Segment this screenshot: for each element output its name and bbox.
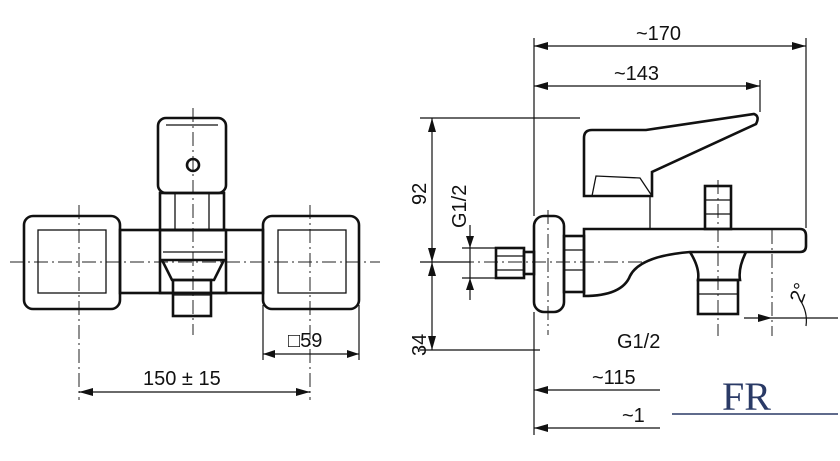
lever-handle xyxy=(156,116,228,232)
height-upper-label: 92 xyxy=(409,183,431,205)
watermark-logo: FR xyxy=(662,336,840,461)
square-size-dimension xyxy=(262,305,360,360)
square-size-label: □59 xyxy=(288,330,322,352)
shower-outlet xyxy=(688,251,748,316)
spout-projection-2-label: ~1 xyxy=(622,405,645,427)
depth-dimensions xyxy=(533,38,807,228)
lever-depth-label: ~143 xyxy=(614,63,659,85)
height-lower-label: 34 xyxy=(409,334,431,356)
logo-text: FR xyxy=(722,374,771,419)
height-dimension xyxy=(420,117,580,351)
inlet-connector xyxy=(494,246,536,280)
wall-flange xyxy=(532,214,586,314)
overall-depth-label: ~170 xyxy=(636,23,681,45)
outlet-thread-label: G1/2 xyxy=(617,331,660,353)
center-distance-label: 150 ± 15 xyxy=(143,368,221,390)
center-distance-dimension xyxy=(79,388,310,396)
angle-label: 2° xyxy=(786,280,813,305)
outlet-dimensions xyxy=(533,230,838,435)
front-view: □59 150 ± 15 xyxy=(10,108,380,400)
diverter-knob xyxy=(703,184,733,231)
side-body xyxy=(582,196,808,298)
inlet-thread-dimension xyxy=(462,225,496,300)
spout-outlet xyxy=(159,258,227,318)
side-lever xyxy=(582,112,759,198)
inlet-thread-label: G1/2 xyxy=(449,185,471,228)
spout-projection-label: ~115 xyxy=(592,367,636,389)
